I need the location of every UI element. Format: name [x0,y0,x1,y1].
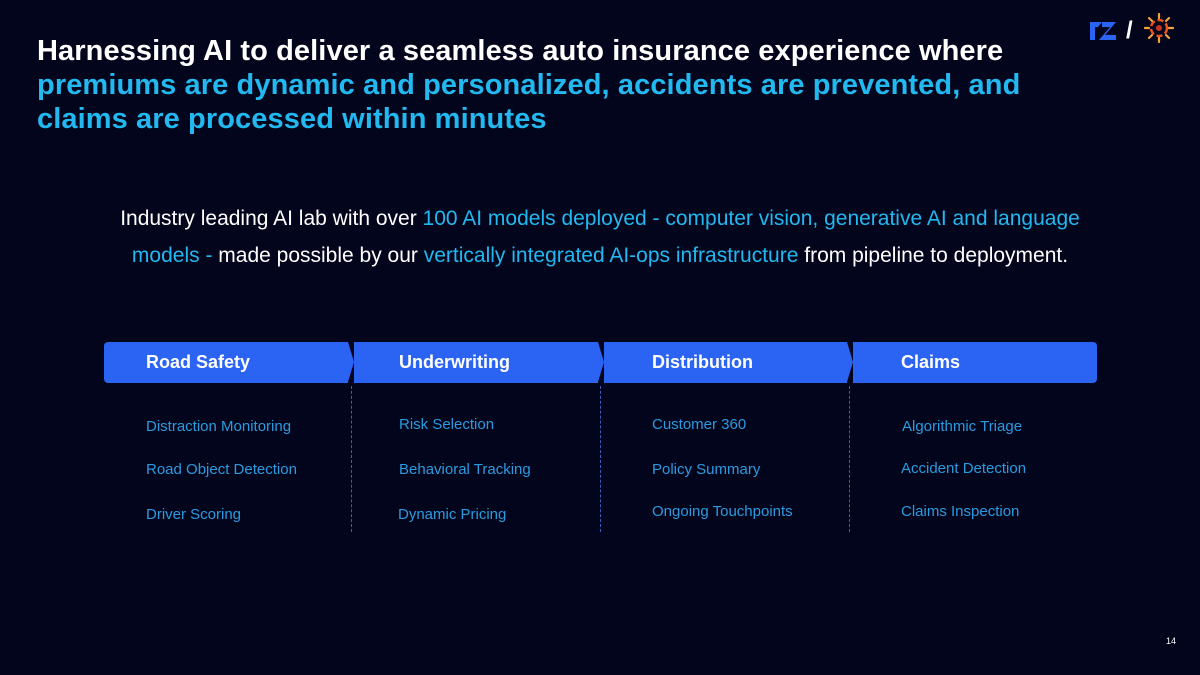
column-header-distribution: Distribution [604,342,847,383]
column-header-road-safety: Road Safety [104,342,348,383]
list-item: Behavioral Tracking [399,461,531,478]
list-item: Dynamic Pricing [398,506,507,523]
column-title: Underwriting [399,352,510,372]
subtitle-part4: vertically integrated AI-ops infrastruct… [423,244,799,267]
list-item: Algorithmic Triage [902,418,1023,435]
slide-title: Harnessing AI to deliver a seamless auto… [37,34,1117,136]
logo-separator: / [1126,17,1133,44]
column-divider [600,386,601,532]
page-number: 14 [1166,636,1177,646]
column-header-underwriting: Underwriting [354,342,598,383]
list-item: Distraction Monitoring [146,418,292,435]
list-item: Risk Selection [399,416,495,433]
column-title: Road Safety [146,352,251,372]
sun-logo-icon [1144,13,1174,43]
column-title: Distribution [652,352,753,372]
list-item: Ongoing Touchpoints [652,503,793,520]
column-title: Claims [901,352,961,372]
list-item: Customer 360 [652,416,747,433]
title-plain: Harnessing AI to deliver a seamless auto… [37,35,1004,67]
column-divider [351,386,352,532]
list-item: Claims Inspection [901,503,1020,520]
list-item: Road Object Detection [146,461,297,478]
chevron-right-icon [348,342,354,382]
brand-logo: / [1088,12,1176,46]
rz-logo-icon: / [1090,17,1133,44]
list-item: Driver Scoring [146,506,242,523]
column-divider [849,386,850,532]
subtitle-part1: Industry leading AI lab with over [120,207,423,230]
list-item: Accident Detection [901,460,1027,477]
subtitle-part3: made possible by our [218,244,424,267]
chevron-right-icon [598,342,604,382]
title-highlight: premiums are dynamic and personalized, a… [37,69,1021,135]
list-item: Policy Summary [652,461,761,478]
column-header-claims: Claims [853,342,1097,383]
subtitle-part5: from pipeline to deployment. [798,244,1069,267]
subtitle-paragraph: Industry leading AI lab with over 100 AI… [100,200,1100,274]
chevron-right-icon [847,342,853,382]
subtitle-part2: 100 AI models deployed - computer vision… [131,207,1080,267]
